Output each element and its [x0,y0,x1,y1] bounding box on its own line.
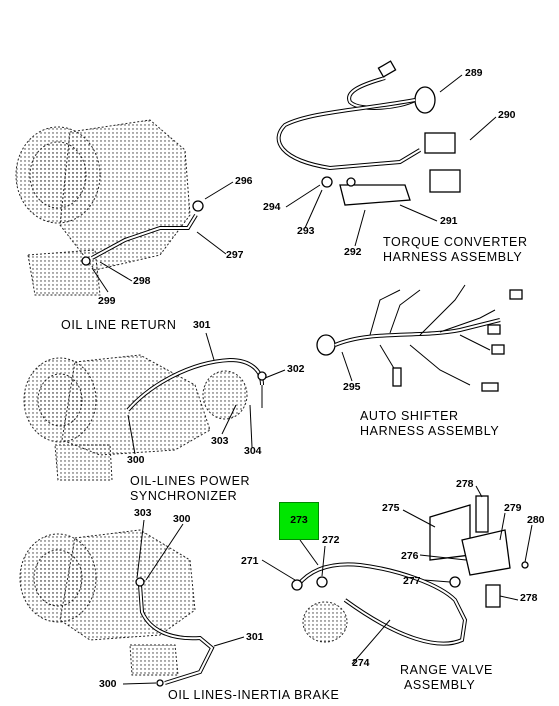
callout-278[interactable]: 278 [520,592,538,604]
callout-280[interactable]: 280 [527,514,545,526]
callout-276[interactable]: 276 [401,550,419,562]
caption-line: HARNESS ASSEMBLY [360,424,500,438]
callout-293[interactable]: 293 [297,225,315,237]
callout-301[interactable]: 301 [246,631,264,643]
callout-278[interactable]: 278 [456,478,474,490]
callout-272[interactable]: 272 [322,534,340,546]
caption-torque-converter: TORQUE CONVERTER HARNESS ASSEMBLY [383,235,528,265]
inertia-brake-lines [135,577,215,687]
caption-inertia-brake: OIL LINES-INERTIA BRAKE [168,688,340,703]
callout-290[interactable]: 290 [498,109,516,121]
highlighted-part-number: 273 [290,514,308,526]
caption-power-synchronizer: OIL-LINES POWER SYNCHRONIZER [130,474,250,504]
callout-298[interactable]: 298 [133,275,151,287]
callout-271[interactable]: 271 [241,555,259,567]
oil-return-line [81,200,204,266]
transmission-housing-1 [15,119,191,296]
callout-299[interactable]: 299 [98,295,116,307]
caption-line: AUTO SHIFTER [360,409,459,423]
callout-300[interactable]: 300 [173,513,191,525]
caption-line: OIL-LINES POWER [130,474,251,488]
callout-301[interactable]: 301 [193,319,211,331]
caption-line: HARNESS ASSEMBLY [383,250,523,264]
caption-range-valve: RANGE VALVE ASSEMBLY [400,663,493,693]
callout-294[interactable]: 294 [263,201,281,213]
caption-line: RANGE VALVE [400,663,493,677]
caption-line: SYNCHRONIZER [130,489,238,503]
highlighted-part-273[interactable]: 273 [279,502,319,540]
transmission-housing-3 [19,529,196,676]
callout-297[interactable]: 297 [226,249,244,261]
callout-274[interactable]: 274 [352,657,370,669]
callout-303[interactable]: 303 [211,435,229,447]
callout-295[interactable]: 295 [343,381,361,393]
auto-shifter-harness [316,284,523,392]
power-synchronizer-lines [126,357,267,412]
transmission-housing-2 [23,354,248,481]
caption-line: ASSEMBLY [404,678,476,692]
caption-auto-shifter: AUTO SHIFTER HARNESS ASSEMBLY [360,409,499,439]
callout-275[interactable]: 275 [382,502,400,514]
torque-converter-harness [276,60,461,206]
callout-296[interactable]: 296 [235,175,253,187]
callout-291[interactable]: 291 [440,215,458,227]
caption-line: TORQUE CONVERTER [383,235,528,249]
callout-304[interactable]: 304 [244,445,262,457]
caption-line: OIL LINE RETURN [61,318,177,332]
range-valve-assembly [291,495,529,646]
callout-289[interactable]: 289 [465,67,483,79]
callout-300[interactable]: 300 [127,454,145,466]
caption-oil-line-return: OIL LINE RETURN [61,318,177,333]
callout-277[interactable]: 277 [403,575,421,587]
callout-279[interactable]: 279 [504,502,522,514]
callout-302[interactable]: 302 [287,363,305,375]
caption-line: OIL LINES-INERTIA BRAKE [168,688,340,702]
callout-300[interactable]: 300 [99,678,117,690]
callout-303[interactable]: 303 [134,507,152,519]
callout-292[interactable]: 292 [344,246,362,258]
